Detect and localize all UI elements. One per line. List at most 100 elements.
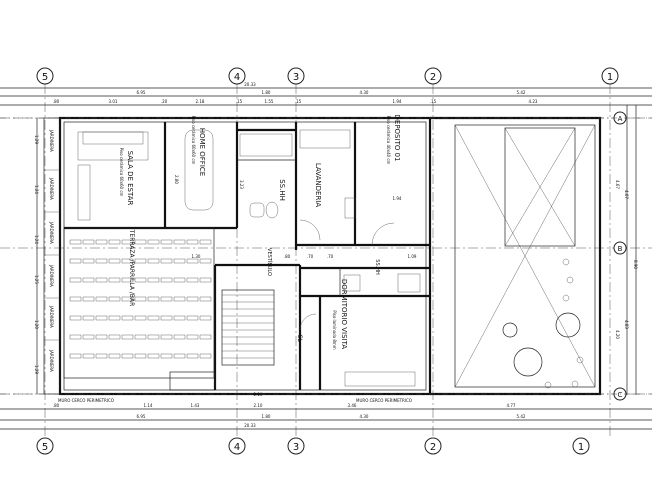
dim-right-2: 4.83 (624, 320, 629, 329)
floor-tile (82, 258, 95, 264)
floor-tile (95, 277, 108, 283)
room-vestibulo: VESTÍBULO (221, 248, 317, 366)
floor-tile (199, 353, 212, 359)
floor-tile (199, 296, 212, 302)
svg-text:C: C (618, 391, 623, 399)
floor-tile (82, 296, 95, 302)
planter-strip-left: JARDINERA JARDINERA JARDINERA JARDINERA … (43, 117, 61, 395)
floor-tile (173, 353, 186, 359)
room-name-sshh1: SS.HH (278, 179, 286, 201)
room-terraza: TERRAZA /PARRILLA /BAR (63, 227, 216, 391)
floor-tile (69, 277, 82, 283)
svg-text:B: B (618, 245, 623, 253)
axis-bubble-1-bottom: 1 (572, 437, 590, 455)
room-home-office: HOME OFFICE Piso cerámico 60x60 cm (184, 116, 214, 211)
bottom-dimension-chains: .80 1.14 1.43 2.10 3.46 4.77 6.95 1.80 4… (0, 403, 652, 430)
svg-text:.70: .70 (327, 254, 334, 259)
floor-tile (160, 239, 173, 245)
room-name-lavanderia: LAVANDERIA (314, 163, 322, 208)
svg-text:2: 2 (430, 72, 436, 83)
dim-top-3: 4.30 (360, 90, 369, 95)
floor-tile (108, 353, 121, 359)
room-name-office: HOME OFFICE (198, 128, 206, 176)
room-lavanderia: LAVANDERIA (299, 129, 356, 241)
floor-tile (82, 334, 95, 340)
dim-top2-5: .15 (236, 99, 243, 104)
floor-tile (186, 296, 199, 302)
planter-label-1: JARDINERA (49, 129, 54, 152)
room-name-cl: CL (296, 334, 303, 342)
floor-tile (186, 334, 199, 340)
axis-bubble-4-bottom: 4 (228, 437, 246, 455)
floor-tile (95, 334, 108, 340)
dim-right-5: 4.20 (615, 330, 620, 339)
axis-bubble-4-top: 4 (228, 67, 246, 85)
floor-tile (134, 239, 147, 245)
planter-label-5: JARDINERA (49, 305, 54, 328)
axis-bubble-2-top: 2 (424, 67, 442, 85)
dim-left-1: 1.29 (34, 135, 39, 144)
floor-tile (95, 239, 108, 245)
axis-bubbles-top: 5 4 3 2 1 (36, 67, 619, 85)
muro-cerco-label-2: MURO CERCO PERIMETRICO (356, 398, 412, 403)
svg-text:4: 4 (234, 72, 240, 83)
svg-text:2.10: 2.10 (254, 392, 263, 397)
floor-tile (186, 239, 199, 245)
floor-tile (160, 296, 173, 302)
floor-tile (173, 315, 186, 321)
floor-tile (134, 277, 147, 283)
dim-bot-3: 1.43 (191, 403, 200, 408)
floor-tile (121, 315, 134, 321)
floor-tile (69, 296, 82, 302)
room-deposito: DEPOSITO 01 Piso cerámico 40x40 cm (371, 115, 401, 246)
dim-top-1: 6.95 (137, 90, 146, 95)
shrub-1 (502, 322, 518, 338)
svg-text:A: A (618, 115, 623, 123)
room-sshh-2: SS.HH (343, 259, 421, 293)
svg-text:4: 4 (234, 442, 240, 453)
top-dimension-chains: 20.33 6.95 1.80 4.30 5.42 .80 3.01 .20 2… (0, 82, 652, 106)
svg-text:3: 3 (293, 72, 299, 83)
planter-label-3: JARDINERA (49, 221, 54, 244)
floor-tile (82, 277, 95, 283)
room-sala-de-estar: SALA DE ESTAR Piso cerámico 60x60 cm (77, 131, 149, 221)
axis-bubble-3-top: 3 (287, 67, 305, 85)
floor-tile (69, 258, 82, 264)
dim-top2-10: 4.23 (529, 99, 538, 104)
floor-tile (199, 334, 212, 340)
dim-right-1: 4.07 (624, 190, 629, 199)
floor-tile (108, 334, 121, 340)
tree-1 (513, 347, 543, 377)
svg-text:.80: .80 (284, 254, 291, 259)
floor-tile (108, 239, 121, 245)
right-dimension-chains: 4.07 4.83 8.90 4.67 4.20 (615, 105, 638, 395)
floor-tile (147, 353, 160, 359)
svg-text:2.80: 2.80 (174, 175, 179, 184)
floor-tile (160, 258, 173, 264)
room-name-vestibulo: VESTÍBULO (266, 248, 273, 276)
floor-tile (160, 353, 173, 359)
floor-tile (95, 258, 108, 264)
room-name-dorm: DORMITORIO VISITA (340, 279, 348, 349)
dim-bot-1: .80 (53, 403, 60, 408)
floor-tile (199, 258, 212, 264)
floor-tile (173, 296, 186, 302)
perimeter-wall-labels: MURO CERCO PERIMETRICO MURO CERCO PERIME… (58, 398, 412, 403)
room-note-sala: Piso cerámico 60x60 cm (119, 148, 124, 197)
dim-bot2-3: 4.30 (360, 414, 369, 419)
floor-tile (147, 296, 160, 302)
dim-top-2: 1.80 (262, 90, 271, 95)
planter-label-2: JARDINERA (49, 177, 54, 200)
stair-treads (222, 294, 274, 359)
room-name-terraza: TERRAZA /PARRILLA /BAR (128, 229, 135, 307)
planter-label-4: JARDINERA (49, 264, 54, 287)
svg-text:1: 1 (578, 442, 584, 453)
axis-bubble-1-top: 1 (601, 67, 619, 85)
dim-top2-1: .80 (53, 99, 60, 104)
floor-tile (108, 258, 121, 264)
dim-left-4: 1.25 (34, 275, 39, 284)
floor-tile (173, 334, 186, 340)
floor-tile (121, 296, 134, 302)
floor-tile-pattern (69, 239, 212, 359)
section-markers (0, 117, 652, 395)
